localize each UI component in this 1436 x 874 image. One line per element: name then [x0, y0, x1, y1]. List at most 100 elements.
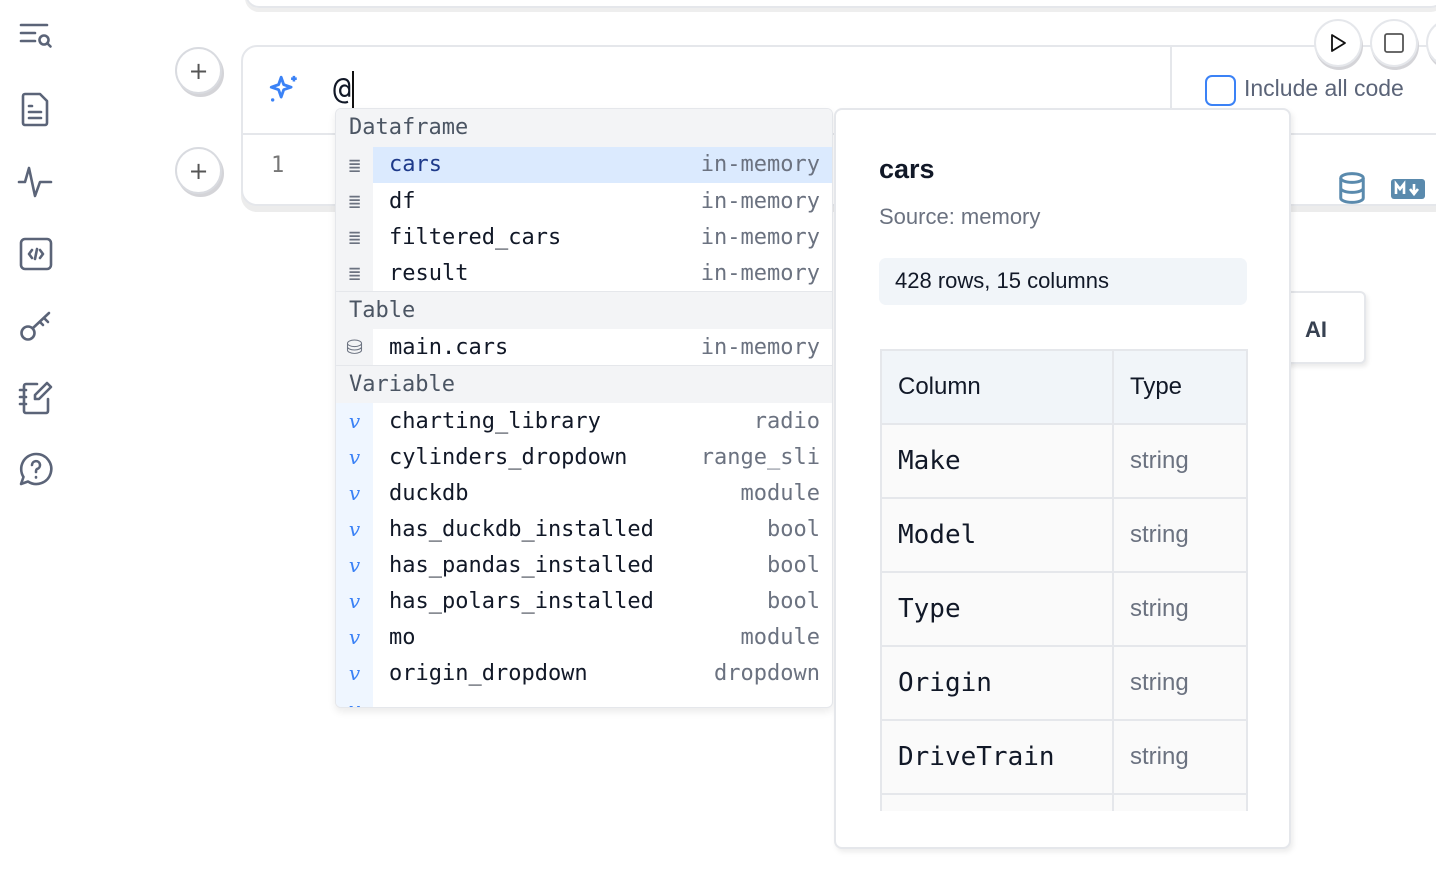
code-square-icon[interactable]	[16, 234, 56, 274]
completion-item[interactable]: ≣ filtered_cars in-memory	[336, 219, 832, 255]
completion-item[interactable]: ⛁ main.cars in-memory	[336, 329, 832, 365]
info-source: Source: memory	[879, 204, 1041, 229]
completion-name: has_polars_installed	[389, 588, 654, 614]
variable-icon: v	[336, 655, 373, 691]
completion-name: has_pandas_installed	[389, 552, 654, 578]
include-all-code-label: Include all code	[1244, 75, 1404, 101]
completion-type: in-memory	[700, 147, 832, 183]
column-type: string	[1112, 571, 1248, 647]
completion-name: main.cars	[389, 334, 509, 360]
variable-icon: v	[336, 619, 373, 655]
completion-type: module	[740, 624, 820, 650]
variable-icon: v	[336, 475, 373, 511]
completion-type: in-memory	[700, 260, 820, 286]
dataframe-icon: ≣	[336, 183, 373, 219]
play-icon	[1331, 34, 1346, 52]
column-type: string	[1112, 423, 1248, 499]
column-name: Make	[880, 423, 1114, 499]
completion-item[interactable]: v has_pandas_installed bool	[336, 547, 832, 583]
column-type: string	[1112, 645, 1248, 721]
completion-type: module	[740, 480, 820, 506]
completion-type: bool	[767, 588, 820, 614]
completion-item[interactable]: v origin_dropdown dropdown	[336, 655, 832, 691]
include-all-code-checkbox[interactable]	[1205, 75, 1236, 106]
stop-button[interactable]	[1370, 19, 1418, 67]
add-cell-above-button[interactable]: +	[175, 47, 222, 94]
completion-item[interactable]: v charting_library radio	[336, 403, 832, 439]
completion-name: charting_library	[389, 408, 601, 434]
variable-icon: v	[336, 547, 373, 583]
completion-name: filtered_cars	[389, 224, 562, 250]
variable-icon: v	[336, 439, 373, 475]
completion-name: df	[389, 188, 416, 214]
column-name: Type	[880, 571, 1114, 647]
file-text-icon[interactable]	[16, 90, 56, 130]
activity-icon[interactable]	[16, 162, 56, 202]
completion-name: result	[389, 260, 469, 286]
key-icon[interactable]	[16, 306, 56, 346]
info-summary: 428 rows, 15 columns	[879, 258, 1247, 305]
completion-type: dropdown	[714, 660, 820, 686]
completion-type: in-memory	[700, 334, 820, 360]
line-number: 1	[271, 153, 285, 178]
dataframe-icon: ≣	[336, 219, 373, 255]
ai-button-label: AI	[1305, 317, 1327, 342]
add-cell-below-button[interactable]: +	[175, 147, 222, 194]
variable-icon: v	[336, 583, 373, 619]
search-list-icon[interactable]	[16, 18, 56, 58]
database-icon[interactable]	[1337, 171, 1367, 205]
table-icon: ⛁	[336, 329, 373, 365]
completion-item[interactable]: ≣ df in-memory	[336, 183, 832, 219]
completion-name: has_duckdb_installed	[389, 516, 654, 542]
completion-type: in-memory	[700, 188, 820, 214]
completion-type: bool	[767, 516, 820, 542]
dataframe-icon: ≣	[336, 147, 373, 183]
group-header: Table	[336, 291, 832, 329]
column-header: Type	[1112, 349, 1248, 425]
completion-item[interactable]: ≣ result in-memory	[336, 255, 832, 291]
stop-icon	[1384, 33, 1404, 53]
completion-name: cylinders_dropdown	[389, 444, 628, 470]
completion-type: radio	[753, 408, 820, 434]
group-header: Dataframe	[336, 109, 832, 147]
variable-icon: v	[336, 511, 373, 547]
help-circle-icon[interactable]	[16, 450, 56, 490]
completion-type: in-memory	[700, 224, 820, 250]
completion-type: range_sli	[700, 444, 820, 470]
completion-name: cars	[373, 147, 701, 183]
dataframe-icon: ≣	[336, 255, 373, 291]
column-name: DriveTrain	[880, 719, 1114, 795]
column-header: Column	[880, 349, 1114, 425]
completion-name: duckdb	[389, 480, 469, 506]
previous-cell	[245, 0, 1436, 8]
completion-name: mo	[389, 624, 416, 650]
column-name: Origin	[880, 645, 1114, 721]
completion-item[interactable]: v cylinders_dropdown range_sli	[336, 439, 832, 475]
variable-icon: v	[336, 403, 373, 439]
sparkles-icon	[269, 75, 297, 102]
group-header: Variable	[336, 365, 832, 403]
completion-name: origin_dropdown	[389, 660, 588, 686]
column-type: string	[1112, 497, 1248, 573]
column-name: Model	[880, 497, 1114, 573]
dataframe-info-panel: cars Source: memory 428 rows, 15 columns…	[834, 108, 1291, 849]
info-title: cars	[879, 154, 935, 184]
markdown-icon[interactable]	[1391, 179, 1425, 199]
completion-type: bool	[767, 552, 820, 578]
completion-item[interactable]: v has_polars_installed bool	[336, 583, 832, 619]
run-button[interactable]	[1314, 19, 1362, 67]
notebook-pen-icon[interactable]	[16, 378, 56, 418]
completion-item[interactable]: v has_duckdb_installed bool	[336, 511, 832, 547]
ai-prompt-input[interactable]: @	[333, 71, 355, 109]
